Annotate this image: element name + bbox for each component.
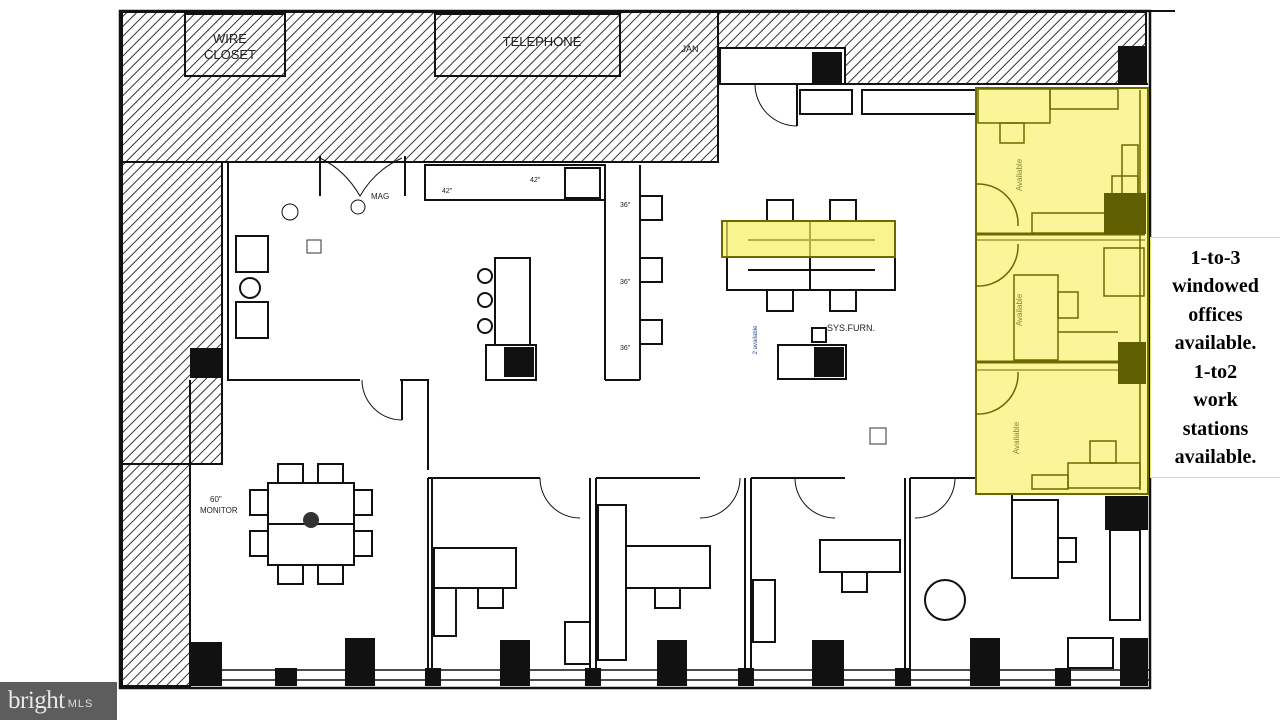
- outlet-marker: [306, 239, 322, 254]
- wire-closet-label-2: CLOSET: [204, 47, 256, 62]
- room-labels-core: WIRE CLOSET TELEPHONE JAN: [204, 31, 699, 62]
- callout-line: available.: [1174, 446, 1257, 468]
- sys-furn-label: SYS.FURN.: [827, 323, 875, 333]
- callout-line: work: [1193, 389, 1238, 411]
- building-core-hatched: [121, 11, 1147, 687]
- mag-label: MAG: [371, 192, 389, 201]
- dim-label: 42": [530, 177, 541, 184]
- callout-line: windowed: [1172, 275, 1259, 297]
- available-workstations-highlight: [721, 220, 896, 258]
- availability-callout: 1-to-3 windowed offices available. 1-to2…: [1150, 237, 1280, 478]
- watermark-suffix: MLS: [67, 698, 94, 710]
- two-available-label: 2 available: [753, 325, 759, 354]
- dim-label: 36": [620, 345, 631, 352]
- dim-label: 36": [620, 279, 631, 286]
- tag-marker: [350, 199, 366, 215]
- callout-line: 1-to2: [1193, 360, 1238, 383]
- office-2-available-label: Available: [1015, 293, 1024, 326]
- bright-mls-watermark: bright MLS: [0, 682, 117, 720]
- furniture: [235, 89, 1077, 665]
- available-offices-highlight: Available Available Available: [975, 87, 1149, 495]
- callout-line: offices: [1188, 303, 1243, 326]
- callout-line: stations: [1182, 417, 1249, 440]
- monitor-size-label: 60": [210, 495, 222, 504]
- dim-label: 36": [620, 202, 631, 209]
- monitor-label: MONITOR: [200, 506, 238, 515]
- annotation-labels: MAG SYS.FURN. 60" MONITOR 2 available 42…: [200, 177, 887, 515]
- office-1-available-label: Available: [1015, 158, 1024, 191]
- office-3-available-label: Available: [1012, 421, 1021, 454]
- structural-columns: [190, 46, 1148, 686]
- wire-closet-label: WIRE: [213, 31, 247, 46]
- telephone-label: TELEPHONE: [503, 34, 582, 49]
- callout-line: 1-to-3: [1190, 246, 1241, 269]
- interior-walls: [189, 83, 1148, 670]
- watermark-brand: bright: [8, 687, 65, 714]
- tag-marker: [281, 203, 299, 221]
- callout-line: available.: [1174, 332, 1257, 354]
- jan-label: JAN: [681, 44, 698, 54]
- dim-label: 42": [442, 188, 453, 195]
- outlet-marker: [869, 427, 887, 445]
